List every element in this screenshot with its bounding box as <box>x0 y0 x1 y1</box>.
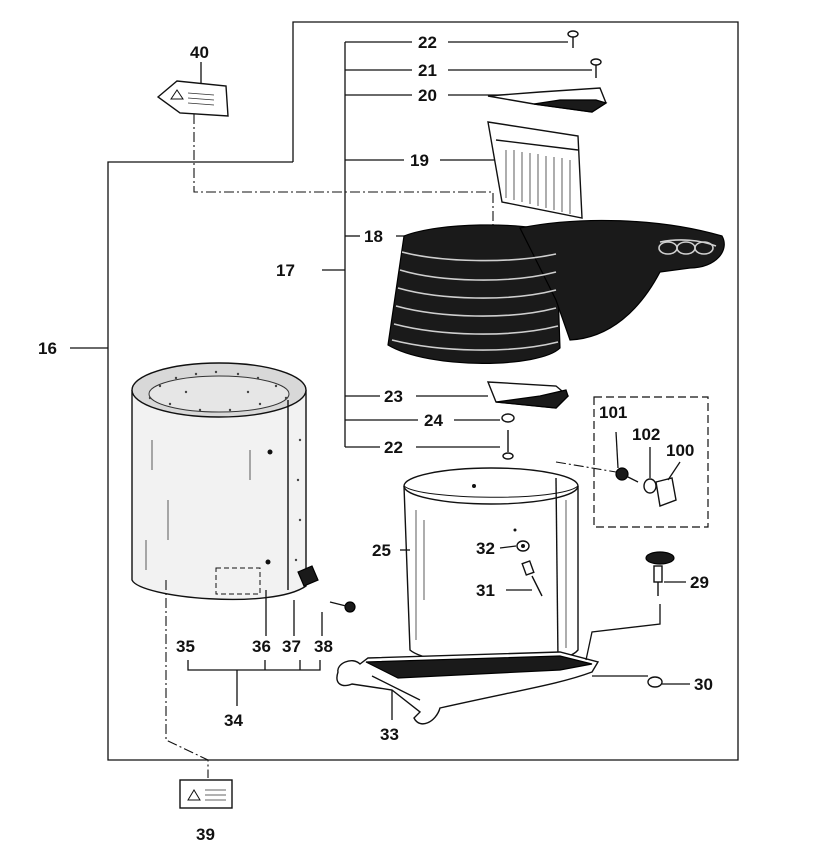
callout-34: 34 <box>224 711 243 730</box>
callout-100: 100 <box>666 441 694 460</box>
subassembly-box <box>593 396 709 528</box>
callout-18: 18 <box>364 227 383 246</box>
callout-38: 38 <box>314 637 333 656</box>
callout-101: 101 <box>599 403 627 422</box>
screw-21 <box>590 58 602 78</box>
callout-17: 17 <box>276 261 295 280</box>
callout-23: 23 <box>384 387 403 406</box>
subassembly-leader <box>555 461 617 473</box>
warning-label-40 <box>156 62 229 117</box>
housing-25 <box>403 467 579 666</box>
callout-36: 36 <box>252 637 271 656</box>
callout-29: 29 <box>690 573 709 592</box>
bolt-31 <box>521 560 543 597</box>
callout-31: 31 <box>476 581 495 600</box>
callout-labels: 40 22 21 20 19 18 17 16 23 24 22 101 102… <box>38 33 713 844</box>
screw-38 <box>329 601 356 613</box>
washer-32 <box>513 528 530 552</box>
foot-30 <box>647 676 663 688</box>
bolt-101 <box>615 467 629 481</box>
callout-102: 102 <box>632 425 660 444</box>
callout-40: 40 <box>190 43 209 62</box>
hopper-18 <box>387 219 725 364</box>
callout-16: 16 <box>38 339 57 358</box>
callout-21: 21 <box>418 61 437 80</box>
clip-37 <box>297 565 319 587</box>
warning-label-39 <box>179 779 233 809</box>
label-39-leader <box>165 580 209 778</box>
leader-lines <box>391 545 690 720</box>
base-plate-33 <box>336 651 600 725</box>
callout-20: 20 <box>418 86 437 105</box>
insulation-cylinder <box>131 362 307 601</box>
washer-24 <box>501 413 515 423</box>
callout-24: 24 <box>424 411 443 430</box>
assembly-16-frame <box>70 21 739 761</box>
callout-22-bottom: 22 <box>384 438 403 457</box>
callout-37: 37 <box>282 637 301 656</box>
deflector-19 <box>487 121 583 219</box>
label-40-leader <box>193 114 494 225</box>
screw-22-bottom <box>502 430 514 460</box>
callout-30: 30 <box>694 675 713 694</box>
block-23 <box>486 381 570 409</box>
callout-25: 25 <box>372 541 391 560</box>
washer-102 <box>643 478 657 494</box>
callout-33: 33 <box>380 725 399 744</box>
clip-100 <box>655 477 677 507</box>
group-34-bracket <box>187 590 323 706</box>
callout-39: 39 <box>196 825 215 844</box>
knob-leader <box>585 604 661 661</box>
bracket-plate-20 <box>487 87 608 113</box>
knob-29 <box>645 551 675 596</box>
screw-22-top <box>567 30 579 48</box>
callout-32: 32 <box>476 539 495 558</box>
callout-19: 19 <box>410 151 429 170</box>
callout-35: 35 <box>176 637 195 656</box>
callout-22-top: 22 <box>418 33 437 52</box>
